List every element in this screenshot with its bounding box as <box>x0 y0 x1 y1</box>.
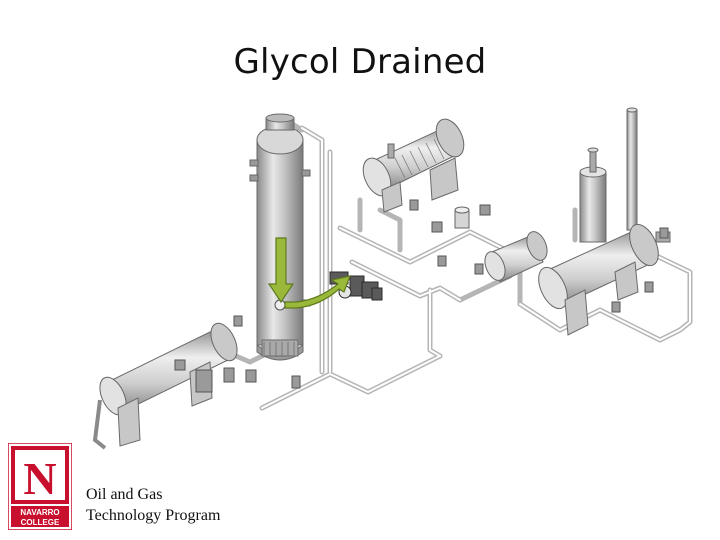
flow-arrows <box>267 237 351 309</box>
drain-line-arrow <box>284 275 351 309</box>
svg-text:NAVARRO: NAVARRO <box>20 508 59 517</box>
svg-text:N: N <box>23 453 56 504</box>
program-line-1: Oil and Gas <box>86 486 163 503</box>
flash-tank <box>454 206 548 283</box>
slide-title: Glycol Drained <box>233 42 487 82</box>
svg-text:COLLEGE: COLLEGE <box>21 518 60 527</box>
contactor-tower <box>249 113 311 361</box>
program-line-2: Technology Program <box>86 507 221 524</box>
heat-exchanger <box>92 322 238 450</box>
navarro-college-logo: N NAVARRO COLLEGE <box>8 443 72 530</box>
program-name: Oil and Gas Technology Program <box>86 484 220 526</box>
valve-fittings <box>174 199 669 393</box>
reboiler <box>362 118 465 213</box>
still-column <box>538 107 671 336</box>
down-flow-arrow <box>267 237 295 304</box>
